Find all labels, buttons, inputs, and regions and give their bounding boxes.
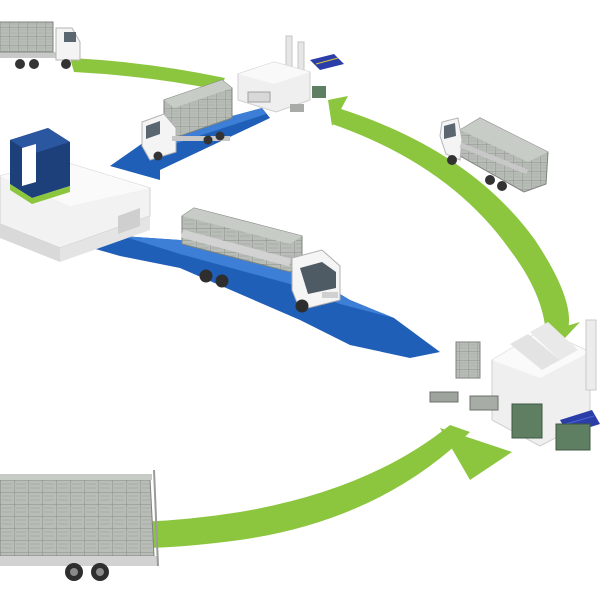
crate-stack-bottom: [0, 477, 155, 557]
truck-top-left: [0, 21, 81, 69]
company-logo-icon: [10, 128, 70, 204]
waste-bin-icon: [511, 403, 543, 439]
blue-arrow-upper: [110, 108, 270, 180]
pallet-icon: [429, 391, 459, 403]
chimney-icon: [585, 319, 597, 391]
trailer-deck: [0, 52, 57, 58]
truck-icon: [55, 27, 81, 61]
truck-icon: [291, 249, 341, 311]
pallet-icon-2: [469, 395, 499, 411]
cycle-arrow-bottom-head: [440, 428, 512, 480]
truck-icon: [141, 113, 177, 161]
truck-center: [180, 207, 341, 313]
crate-stack-icon: [455, 341, 481, 379]
crate-stack: [0, 21, 54, 53]
cycle-arrow-top: [70, 58, 225, 90]
truck-bottom-left: [0, 469, 159, 581]
solar-panel-icon: [310, 54, 344, 70]
cycle-arrow-bottom: [140, 425, 470, 548]
warehouse: [0, 128, 151, 262]
blue-arrow-lower: [92, 236, 440, 358]
plant-top: [237, 35, 344, 113]
truck-right: [439, 117, 549, 193]
recycling-plant: [429, 319, 600, 451]
trailer-deck: [0, 556, 158, 566]
cycle-arrow-right-head: [328, 96, 348, 126]
truck-icon: [439, 117, 463, 161]
cycle-arrow-right: [332, 108, 570, 345]
truck-upper-middle: [141, 79, 233, 161]
crate-small: [290, 104, 304, 112]
waste-bin-icon: [312, 86, 326, 98]
pallet-icon: [247, 91, 271, 103]
waste-bin-icon-2: [555, 423, 591, 451]
